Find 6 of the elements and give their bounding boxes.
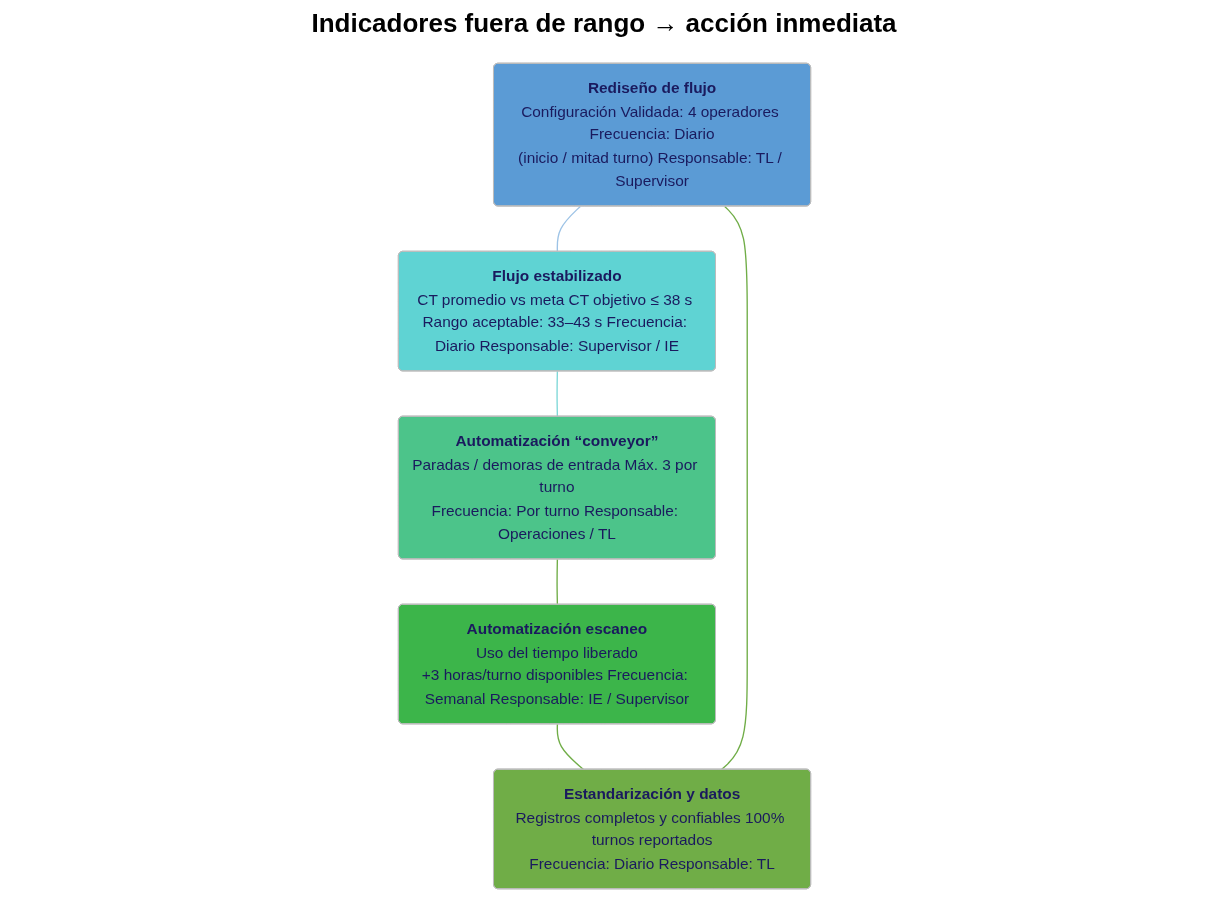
center-note: Indicadores fuera de rango → acción inmediata xyxy=(311,8,897,39)
connector xyxy=(555,370,558,418)
connector xyxy=(720,205,748,771)
connector xyxy=(555,558,558,606)
connector xyxy=(556,723,584,771)
connector xyxy=(556,205,581,253)
